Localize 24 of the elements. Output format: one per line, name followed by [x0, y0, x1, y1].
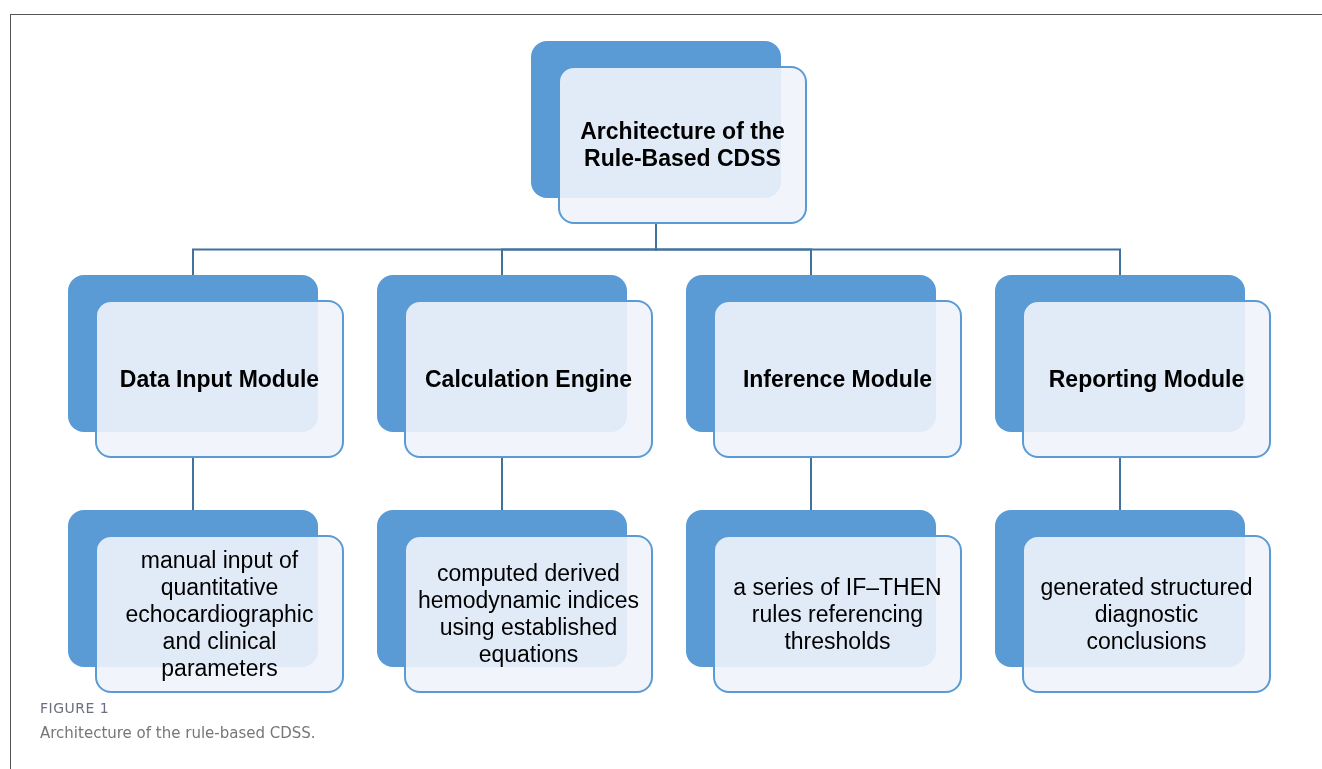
connector-line — [1119, 457, 1121, 511]
module-title: Data Input Module — [119, 365, 320, 393]
module-description: manual input of quantitative echocardiographic and clinical parameters — [124, 546, 315, 682]
stacked-card — [377, 510, 653, 693]
stacked-card — [68, 275, 344, 458]
module-description: a series of IF–THEN rules referencing thresholds — [732, 573, 943, 655]
stacked-card — [686, 275, 962, 458]
connector-line — [192, 457, 194, 511]
stacked-card — [377, 275, 653, 458]
connector-line — [501, 457, 503, 511]
stacked-card — [68, 510, 344, 693]
stacked-card — [995, 510, 1271, 693]
figure-caption: Architecture of the rule-based CDSS. — [40, 724, 316, 742]
module-title: Architecture of the Rule-Based CDSS — [579, 118, 786, 172]
figure-label: FIGURE 1 — [40, 700, 110, 716]
stacked-card — [995, 275, 1271, 458]
stacked-card — [686, 510, 962, 693]
module-title: Inference Module — [742, 365, 933, 393]
module-title: Reporting Module — [1048, 365, 1245, 393]
stacked-card — [531, 41, 807, 224]
connector-line — [810, 457, 812, 511]
module-description: computed derived hemodynamic indices using established equations — [416, 560, 641, 668]
module-title: Calculation Engine — [425, 365, 632, 393]
module-description: generated structured diagnostic conclusions — [1039, 573, 1254, 655]
